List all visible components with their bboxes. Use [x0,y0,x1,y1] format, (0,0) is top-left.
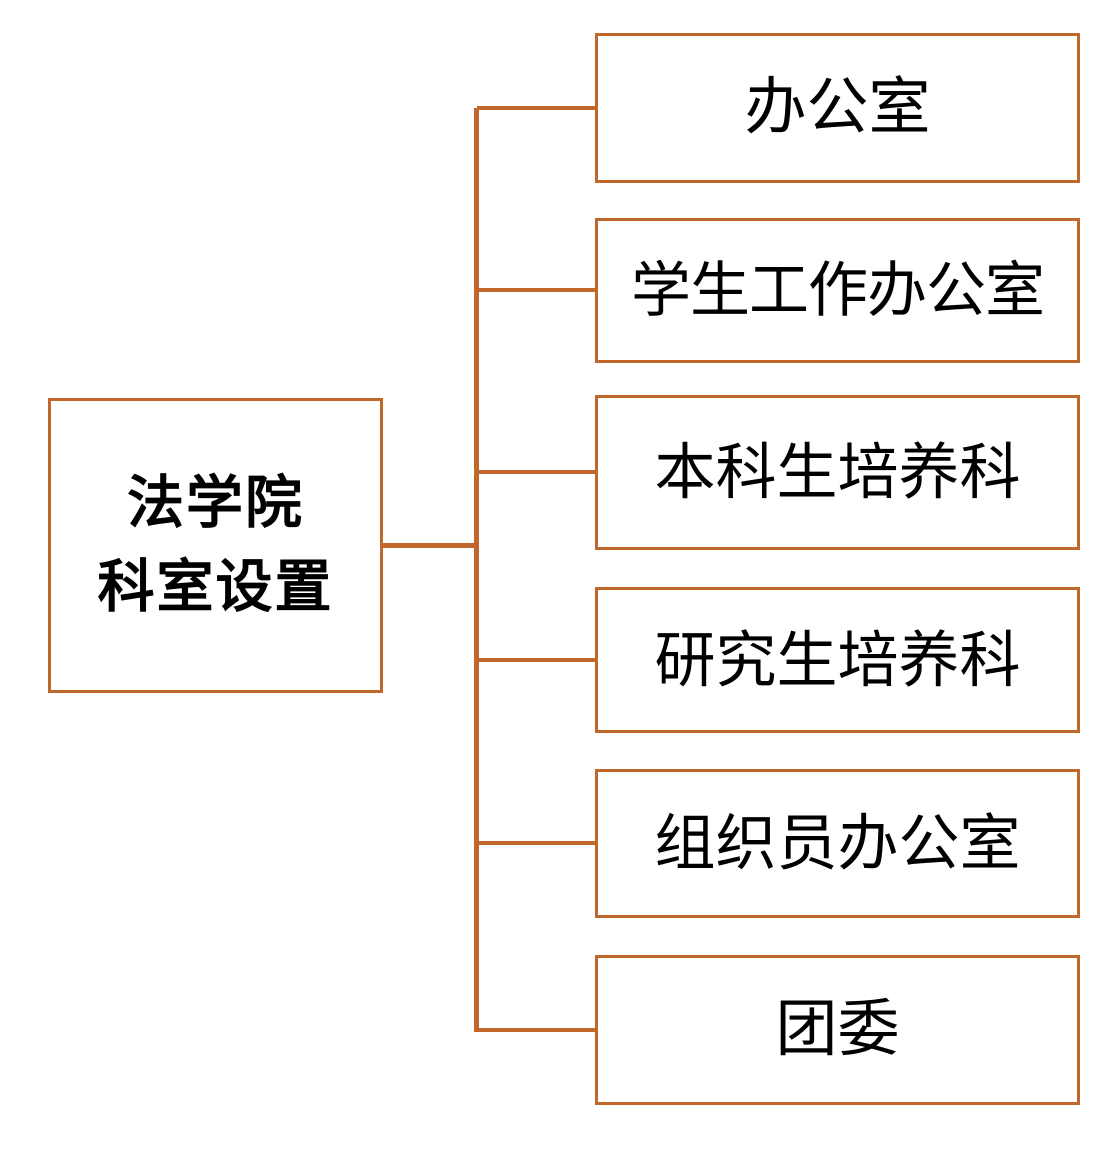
connector-root-stub [383,543,477,548]
node-child-graduate-training-section[interactable]: 研究生培养科 [595,587,1080,733]
connector-branch-2 [477,288,597,292]
connector-branch-3 [477,470,597,474]
node-child-label: 研究生培养科 [654,625,1021,694]
node-child-office[interactable]: 办公室 [595,33,1080,183]
node-child-student-affairs-office[interactable]: 学生工作办公室 [595,218,1080,363]
node-root-label-line-1: 法学院 [127,470,304,535]
connector-branch-1 [477,106,597,110]
connector-branch-5 [477,841,597,845]
connector-branch-6 [477,1028,597,1032]
node-root-label-line-2: 科室设置 [97,554,334,619]
connector-vertical-trunk [474,108,479,1032]
node-child-youth-league-committee[interactable]: 团委 [595,955,1080,1105]
node-child-organizer-office[interactable]: 组织员办公室 [595,769,1080,918]
node-child-label: 组织员办公室 [654,809,1021,878]
connector-branch-4 [477,658,597,662]
node-root[interactable]: 法学院 科室设置 [48,398,383,693]
node-child-label: 本科生培养科 [654,438,1021,507]
node-child-label: 团委 [775,995,900,1065]
node-child-label: 学生工作办公室 [631,257,1045,324]
node-child-label: 办公室 [744,73,931,143]
node-child-undergraduate-training-section[interactable]: 本科生培养科 [595,395,1080,550]
